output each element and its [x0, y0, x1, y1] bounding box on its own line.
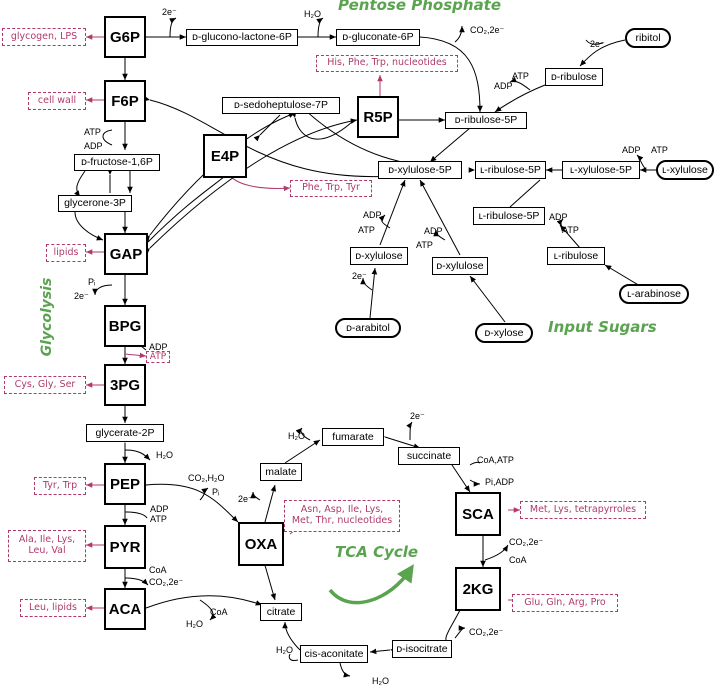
node-d-xylulose-b: ᴅ-xylulose [432, 257, 488, 275]
label-adp-dxylulose-b: ADP [424, 226, 443, 236]
node-glucono-lactone-6p: ᴅ-glucono-lactone-6P [186, 29, 298, 46]
glycolysis-title: Glycolysis [39, 277, 55, 357]
node-d-isocitrate: ᴅ-isocitrate [392, 640, 452, 658]
node-glycerone-3p: glycerone-3P [58, 195, 132, 212]
node-d-arabitol: ᴅ-arabitol [335, 318, 401, 338]
product-e4p: Phe, Trp, Tyr [290, 180, 372, 197]
input-sugars-title: Input Sugars [548, 318, 657, 336]
label-atp-dxylulose-a: ATP [358, 225, 375, 235]
label-atp-dribulose: ATP [512, 71, 529, 81]
node-fumarate: fumarate [322, 428, 384, 446]
label-h2o-glycerate: H₂O [156, 450, 173, 460]
tca-cycle-title: TCA Cycle [335, 543, 419, 561]
label-co2-sca: CO₂,2e⁻ [509, 537, 544, 547]
pentose-phosphate-title: Pentose Phosphate [338, 0, 502, 14]
label-pi-gap: Pᵢ [88, 277, 96, 287]
node-ribitol: ribitol [625, 28, 671, 48]
node-malate: malate [260, 463, 302, 481]
label-piadp-sca: Pi,ADP [485, 477, 515, 487]
node-d-xylulose-5p: ᴅ-xylulose-5P [378, 161, 462, 179]
label-atp-lxylulose: ATP [651, 145, 668, 155]
node-citrate: citrate [260, 603, 302, 621]
label-adp-fbp: ADP [84, 141, 103, 151]
label-co2-gluconate: CO₂,2e⁻ [470, 25, 505, 35]
node-3pg: 3PG [104, 364, 146, 406]
label-coaatp-sca: CoA,ATP [477, 455, 514, 465]
node-sca: SCA [455, 492, 501, 536]
node-d-ribulose: ᴅ-ribulose [545, 68, 603, 86]
node-l-ribulose-5p-b: ʟ-ribulose-5P [473, 207, 545, 225]
label-2e-oxa: 2e⁻ [238, 494, 253, 504]
product-3pg: Cys, Gly, Ser [4, 376, 86, 394]
label-h2o-glucono: H₂O [304, 9, 321, 19]
node-l-arabinose: ʟ-arabinose [619, 284, 689, 304]
label-adp-pep: ADP [150, 504, 169, 514]
node-bpg: BPG [104, 305, 146, 347]
label-co2h2o-pep: CO₂,H₂O [188, 473, 225, 483]
label-atp-fbp: ATP [84, 127, 101, 137]
label-atp-pep: ATP [150, 514, 167, 524]
product-sca: Met, Lys, tetrapyrroles [520, 501, 646, 519]
product-f6p: cell wall [28, 92, 86, 110]
label-atp-dxylulose-b: ATP [416, 240, 433, 250]
node-d-xylulose-a: ᴅ-xylulose [350, 247, 408, 265]
label-co2-isocitrate: CO₂,2e⁻ [469, 627, 504, 637]
node-l-xylulose: ʟ-xylulose [656, 160, 714, 180]
node-glycerate-2p: glycerate-2P [86, 424, 164, 442]
node-aca: ACA [104, 588, 146, 630]
label-2e-darabitol: 2e⁻ [352, 271, 367, 281]
product-r5p: His, Phe, Trp, nucleotides [316, 55, 458, 72]
node-l-ribulose-5p: ʟ-ribulose-5P [475, 161, 546, 179]
node-gap: GAP [104, 233, 148, 275]
node-sedoheptulose-7p: ᴅ-sedoheptulose-7P [222, 97, 340, 114]
label-atp-bpg: ATP [146, 351, 170, 363]
label-2e-succinate: 2e⁻ [410, 411, 425, 421]
label-coa-sca: CoA [509, 555, 527, 565]
node-cis-aconitate: cis-aconitate [300, 645, 368, 663]
product-2kg: Glu, Gln, Arg, Pro [512, 594, 618, 612]
label-co2-pyr: CO₂,2e⁻ [149, 577, 184, 587]
label-adp-lxylulose: ADP [622, 145, 641, 155]
node-l-ribulose: ʟ-ribulose [547, 247, 605, 265]
node-e4p: E4P [203, 134, 247, 178]
label-pi-pep: Pᵢ [212, 487, 220, 497]
node-gluconate-6p: ᴅ-gluconate-6P [336, 29, 420, 46]
node-oxa: OXA [238, 522, 284, 566]
label-h2o-cis-2: H₂O [372, 676, 389, 686]
node-d-ribulose-5p: ᴅ-ribulose-5P [445, 112, 527, 129]
node-l-xylulose-5p: ʟ-xylulose-5P [562, 161, 640, 179]
label-2e-gap: 2e⁻ [74, 291, 89, 301]
product-g6p: glycogen, LPS [2, 28, 86, 46]
node-pyr: PYR [104, 525, 146, 569]
node-fructose-16p: ᴅ-fructose-1,6P [74, 154, 160, 171]
node-r5p: R5P [357, 96, 399, 138]
node-f6p: F6P [104, 80, 146, 122]
label-2e-g6p: 2e⁻ [162, 7, 177, 17]
node-d-xylose: ᴅ-xylose [475, 323, 533, 343]
label-atp-lribulose: ATP [562, 225, 579, 235]
label-adp-dribulose: ADP [494, 81, 513, 91]
label-2e-ribitol: 2e⁻ [590, 39, 605, 49]
label-adp-bpg: ADP [149, 342, 168, 352]
node-g6p: G6P [104, 16, 146, 58]
product-aca: Leu, lipids [20, 599, 86, 617]
product-pep: Tyr, Trp [34, 477, 86, 495]
label-h2o-malate: H₂O [288, 431, 305, 441]
label-h2o-cis-1: H₂O [276, 645, 293, 655]
label-coa-pyr: CoA [149, 565, 167, 575]
label-adp-dxylulose-a: ADP [363, 210, 382, 220]
node-pep: PEP [104, 463, 146, 505]
product-pyr: Ala, Ile, Lys, Leu, Val [8, 530, 86, 562]
label-adp-lribulose: ADP [549, 212, 568, 222]
node-succinate: succinate [398, 447, 460, 465]
label-coa-aca: CoA [210, 607, 228, 617]
label-h2o-aca: H₂O [186, 619, 203, 629]
node-2kg: 2KG [455, 567, 501, 611]
product-oxa: Asn, Asp, Ile, Lys, Met, Thr, nucleotide… [284, 500, 400, 532]
product-gap: lipids [46, 244, 86, 262]
